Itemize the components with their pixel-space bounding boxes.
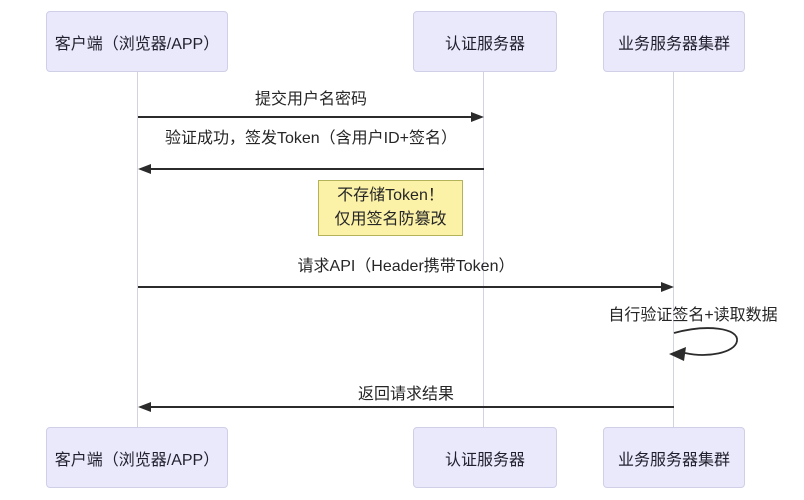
actor-client-label-bottom: 客户端（浏览器/APP） [54,451,220,469]
actor-business-cluster-label: 业务服务器集群 [617,35,730,53]
message-3-label: 请求API（Header携带Token） [297,258,515,275]
lifeline-business-cluster [673,72,674,427]
message-2-label: 验证成功，签发Token（含用户ID+签名） [164,130,458,147]
message-1-label: 提交用户名密码 [254,91,367,108]
actor-auth-server-bottom: 认证服务器 [413,427,557,488]
message-1-line [138,116,472,118]
lifeline-client [137,72,138,427]
message-1-arrowhead-icon [471,112,484,122]
message-3-line [138,286,662,288]
message-4-label: 返回请求结果 [357,386,454,403]
actor-business-cluster-top: 业务服务器集群 [603,11,745,72]
actor-client-top: 客户端（浏览器/APP） [46,11,228,72]
note-line-2: 仅用签名防篡改 [334,211,447,228]
lifeline-auth-server [483,72,484,427]
self-message-label: 自行验证签名+读取数据 [608,307,778,324]
note-line-1: 不存储Token！ [337,187,444,204]
actor-business-cluster-bottom: 业务服务器集群 [603,427,745,488]
message-3-arrowhead-icon [661,282,674,292]
actor-auth-server-label-bottom: 认证服务器 [444,451,525,469]
self-loop-arrow-icon [669,327,738,361]
actor-client-label: 客户端（浏览器/APP） [54,35,220,53]
message-2-arrowhead-icon [138,164,151,174]
note-box: 不存储Token！ 仅用签名防篡改 [318,180,463,236]
actor-business-cluster-label-bottom: 业务服务器集群 [617,451,730,469]
actor-auth-server-label: 认证服务器 [444,35,525,53]
message-4-line [150,406,674,408]
message-2-line [150,168,484,170]
message-4-arrowhead-icon [138,402,151,412]
actor-auth-server-top: 认证服务器 [413,11,557,72]
actor-client-bottom: 客户端（浏览器/APP） [46,427,228,488]
